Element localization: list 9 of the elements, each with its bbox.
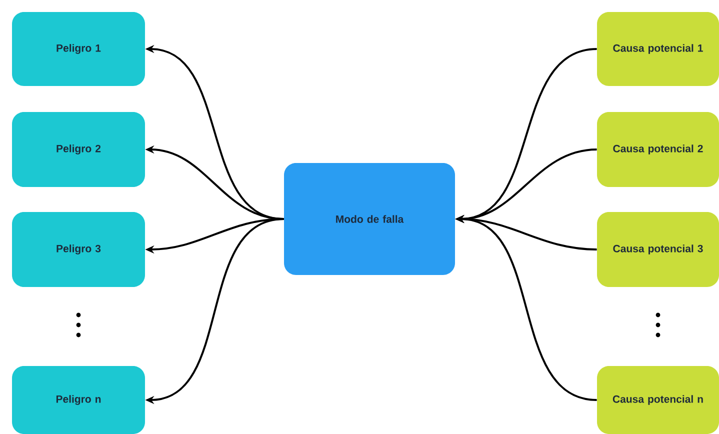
process-box: Causa potencial n (597, 366, 719, 434)
process-box: Causa potencial 1 (597, 12, 719, 86)
process-box: Peligro 2 (12, 112, 145, 187)
process-box: Peligro n (12, 366, 145, 434)
process-box: Causa potencial 3 (597, 212, 719, 287)
process-box: Peligro 3 (12, 212, 145, 287)
process-box: Peligro 1 (12, 12, 145, 86)
central-box: Modo de falla (284, 163, 455, 275)
process-box: Causa potencial 2 (597, 112, 719, 187)
